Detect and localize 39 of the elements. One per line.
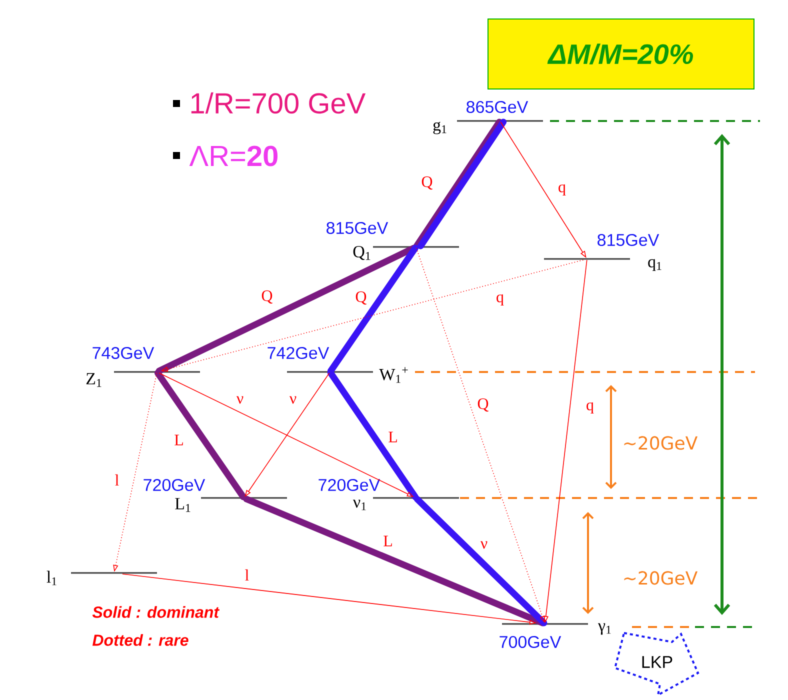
edge-label: q — [496, 294, 504, 306]
note-text: Solid : dominant — [92, 606, 220, 618]
note-text: Dotted : rare — [92, 634, 188, 646]
edge-label: ν — [289, 396, 296, 404]
edge-label: L — [388, 432, 397, 442]
mass-label: 815GeV — [326, 222, 388, 234]
edge-label: l — [245, 569, 249, 581]
note-text: ∼20GeV — [624, 436, 698, 450]
particle-label: L$_{1}$ — [175, 498, 190, 512]
particle-label: q$_{1}$ — [648, 259, 662, 271]
edge-label: L — [174, 434, 183, 446]
note-text: 1/R=700 GeV — [191, 92, 366, 114]
mass-label: 865GeV — [466, 100, 528, 113]
particle-label: W$_{1}$+ — [379, 367, 408, 383]
note-text: ΛR=20 — [189, 146, 278, 166]
mass-label: 815GeV — [598, 234, 660, 246]
edge-label: ν — [480, 541, 488, 549]
particle-label: g$_{1}$ — [433, 122, 446, 134]
mass-label: 720GeV — [144, 478, 206, 491]
edge-label: q — [558, 184, 566, 196]
mass-label: 720GeV — [318, 478, 380, 491]
mass-label: 700GeV — [500, 636, 562, 648]
edge-label: Q — [356, 291, 366, 305]
mass-label: 742GeV — [268, 346, 330, 359]
edge-label: ν — [236, 396, 244, 404]
edge-label: q — [586, 402, 594, 414]
mass-label: 743GeV — [92, 346, 154, 359]
edge-label: L — [384, 536, 392, 546]
particle-label: Q$_{1}$ — [353, 246, 370, 260]
particle-label: l$_{1}$ — [46, 570, 56, 586]
edge-label: l — [115, 474, 119, 486]
particle-label: ν$_{1}$ — [352, 500, 366, 510]
note-text: ∼20GeV — [624, 571, 698, 585]
title-box: ΔM/M=20% — [488, 18, 754, 90]
edge-label: Q — [262, 290, 272, 304]
particle-label: Z$_{1}$ — [86, 373, 102, 387]
particle-label: γ$_{1}$ — [598, 623, 611, 635]
edge-label: Q — [478, 398, 488, 412]
edge-label: Q — [422, 176, 432, 190]
